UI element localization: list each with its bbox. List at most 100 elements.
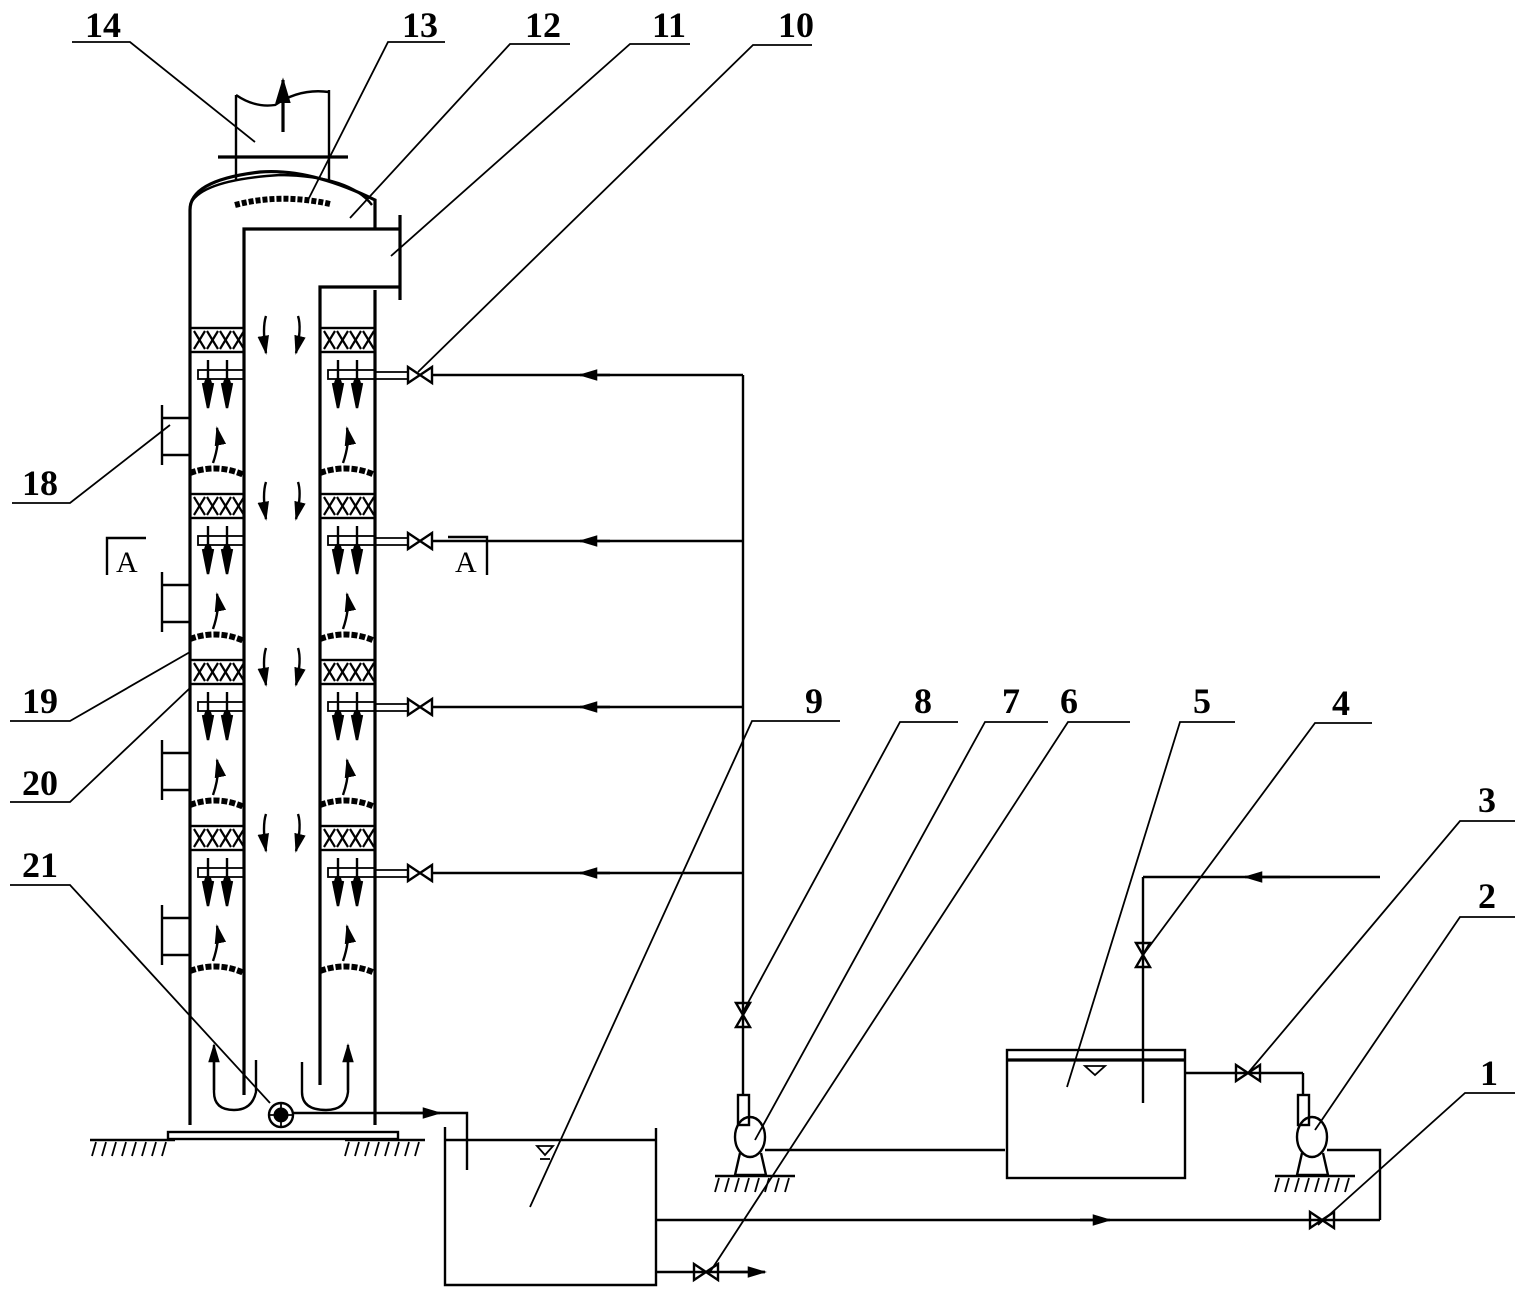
ground-hatch-line [91, 1141, 97, 1157]
ground-hatch-line [414, 1141, 420, 1157]
gas-rise-arrow-icon [341, 924, 357, 962]
ground-hatch-line [1334, 1177, 1340, 1193]
valve-icon [733, 1001, 753, 1029]
ground-hatch-line [404, 1141, 410, 1157]
tower-stage [188, 481, 377, 644]
packing-hatch [349, 828, 362, 848]
spray-cone [203, 709, 213, 731]
spray-cone [352, 377, 362, 399]
spray-pipe [327, 535, 376, 546]
ground-hatch-line [344, 1141, 350, 1157]
packing-hatch [362, 330, 375, 350]
ground-hatch-line [151, 1141, 157, 1157]
section-mark-right: A [448, 535, 489, 579]
callout-label-18: 18 [22, 463, 58, 503]
valve-icon [406, 696, 434, 718]
gas-down-arrow-icon [294, 647, 306, 687]
callout-label-8: 8 [914, 681, 932, 721]
valve-pump-right-to-tank [1234, 1062, 1262, 1084]
valve-bottom-return-line [1308, 1209, 1336, 1231]
packing-layer [188, 492, 246, 520]
packing-hatch [232, 330, 245, 350]
packing-hatch [362, 828, 375, 848]
ground-hatch-line [121, 1141, 127, 1157]
gas-down-arrow-icon [257, 647, 269, 687]
packing-hatch [219, 496, 232, 516]
section-mark-left: A [105, 536, 146, 579]
spray-pipe [197, 369, 245, 380]
callouts: 14 13 12 11 10 18 19 20 21 9 8 7 [10, 5, 1515, 1273]
spray-cone [352, 875, 362, 897]
gas-rise-arrow-icon [211, 426, 227, 464]
ground-hatch-line [161, 1141, 167, 1157]
packing-hatch [349, 496, 362, 516]
ground-hatch-line [774, 1177, 780, 1193]
ground-hatch-line [131, 1141, 137, 1157]
packing-hatch [206, 828, 219, 848]
manhole-flanges [160, 405, 190, 965]
bottom-drain-outlet [267, 1101, 295, 1129]
valve-icon [1133, 941, 1153, 969]
spray-cone [333, 543, 343, 565]
spray-cone [222, 709, 232, 731]
packing-hatch [336, 330, 349, 350]
spray-cone [203, 377, 213, 399]
circulation-tank [293, 1107, 1380, 1287]
ground-hatch-line [734, 1177, 740, 1193]
gas-down-arrow-icon [294, 813, 306, 853]
tower-stage [188, 315, 377, 478]
liquid-collector-tray [188, 465, 246, 478]
valve-icon [692, 1261, 720, 1283]
spray-cone [352, 709, 362, 731]
tower-stage [188, 813, 377, 976]
callout-label-14: 14 [85, 5, 121, 45]
pump-left [714, 1093, 1005, 1193]
packing-hatch [323, 496, 336, 516]
packing-layer [318, 658, 377, 686]
tower-base [166, 1130, 400, 1141]
packing-hatch [193, 662, 206, 682]
packing-hatch [323, 662, 336, 682]
callout-label-20: 20 [22, 763, 58, 803]
callout-label-12: 12 [525, 5, 561, 45]
gas-inlet-duct [242, 215, 402, 1095]
ground-hatch-line [1284, 1177, 1290, 1193]
callout-label-7: 7 [1002, 681, 1020, 721]
pump-right [1274, 1093, 1382, 1220]
gas-rise-arrow-icon [211, 924, 227, 962]
u-bend-right [300, 1060, 350, 1112]
tower-head [188, 173, 373, 206]
callout-label-6: 6 [1060, 681, 1078, 721]
callout-label-2: 2 [1478, 876, 1496, 916]
packing-layer [188, 824, 246, 852]
gas-down-arrow-icon [294, 315, 306, 355]
callout-label-3: 3 [1478, 780, 1496, 820]
ground-hatch-line [784, 1177, 790, 1193]
gas-rise-arrow-icon [211, 758, 227, 796]
spray-cone [333, 875, 343, 897]
gas-rise-arrow-icon [341, 758, 357, 796]
packing-hatch [349, 662, 362, 682]
gas-rise-arrow-icon [211, 592, 227, 630]
packing-layer [318, 492, 377, 520]
ground-hatch-line [754, 1177, 760, 1193]
tower-shell-left-wall [188, 169, 377, 1125]
packing-hatch [206, 330, 219, 350]
ground-hatch-line [1274, 1177, 1280, 1193]
callout-label-21: 21 [22, 845, 58, 885]
packing-hatch [232, 662, 245, 682]
ground-hatch-line [394, 1141, 400, 1157]
spray-pipe [327, 369, 376, 380]
ground-hatch-line [1314, 1177, 1320, 1193]
valve-icon [1234, 1062, 1262, 1084]
packing-hatch [193, 496, 206, 516]
packing-hatch [206, 496, 219, 516]
valve-pump-left-discharge [733, 1001, 753, 1029]
liquid-collector-tray [188, 631, 246, 644]
u-bend-left [212, 1060, 258, 1112]
callout-label-19: 19 [22, 681, 58, 721]
gas-rise-arrow-icon [341, 426, 357, 464]
gas-outlet-stack [218, 77, 348, 180]
callout-label-11: 11 [652, 5, 686, 45]
